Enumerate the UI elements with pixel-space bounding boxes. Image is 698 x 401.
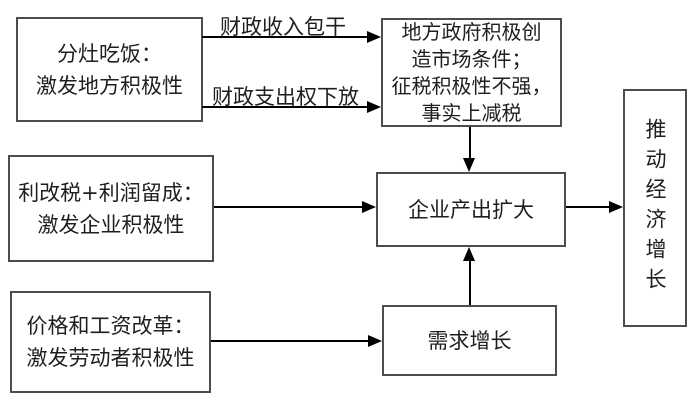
- arrow-fiscal-revenue-line: [202, 36, 368, 38]
- box-text-line: 企业产出扩大: [408, 197, 534, 222]
- box-text-line: 利改税+利润留成：: [18, 180, 204, 205]
- box-text-line: 需求增长: [427, 328, 512, 353]
- arrow-price-to-demand-line: [211, 340, 369, 342]
- arrow-output-to-growth-line: [566, 206, 610, 208]
- box-price-wage-reform: 价格和工资改革： 激发劳动者积极性: [10, 291, 211, 393]
- box-economic-growth: 推动经济增长: [623, 89, 687, 327]
- box-text-line: 分灶吃饭：: [57, 41, 162, 66]
- box-enterprise-output: 企业产出扩大: [376, 172, 566, 247]
- arrow-fiscal-revenue-head-icon: [367, 31, 381, 43]
- arrow-tax-to-output-line: [214, 206, 363, 208]
- arrow-gov-to-output-head-icon: [463, 158, 475, 172]
- arrow-gov-to-output-line: [469, 127, 471, 159]
- arrow-tax-to-output-head-icon: [362, 201, 376, 213]
- box-fiscal-decentralization: 分灶吃饭： 激发地方积极性: [16, 17, 203, 122]
- box-tax-profit-reform: 利改税+利润留成： 激发企业积极性: [8, 155, 214, 262]
- box-text-line: 造市场条件；: [411, 46, 532, 71]
- arrow-fiscal-expenditure-head-icon: [367, 101, 381, 113]
- box-text-line: 激发地方积极性: [36, 73, 183, 98]
- arrow-fiscal-expenditure-line: [202, 106, 368, 108]
- box-text-line: 价格和工资改革：: [26, 314, 195, 338]
- box-demand-growth: 需求增长: [382, 305, 557, 376]
- arrow-demand-to-output-line: [469, 259, 471, 305]
- box-text-line: 地方政府积极创: [401, 19, 542, 44]
- box-text-line: 激发劳动者积极性: [26, 346, 195, 370]
- arrow-output-to-growth-head-icon: [609, 201, 623, 213]
- box-local-government-behavior: 地方政府积极创 造市场条件； 征税积极性不强， 事实上减税: [381, 18, 562, 127]
- box-text-line: 激发企业积极性: [37, 212, 185, 237]
- arrow-label-fiscal-revenue: 财政收入包干: [220, 15, 346, 39]
- arrow-price-to-demand-head-icon: [368, 335, 382, 347]
- box-text-line: 征税积极性不强，: [391, 73, 552, 98]
- box-text-vertical: 推动经济增长: [643, 118, 667, 298]
- arrow-label-fiscal-expenditure: 财政支出权下放: [212, 85, 359, 109]
- arrow-demand-to-output-head-icon: [463, 247, 475, 261]
- box-text-line: 事实上减税: [421, 100, 522, 125]
